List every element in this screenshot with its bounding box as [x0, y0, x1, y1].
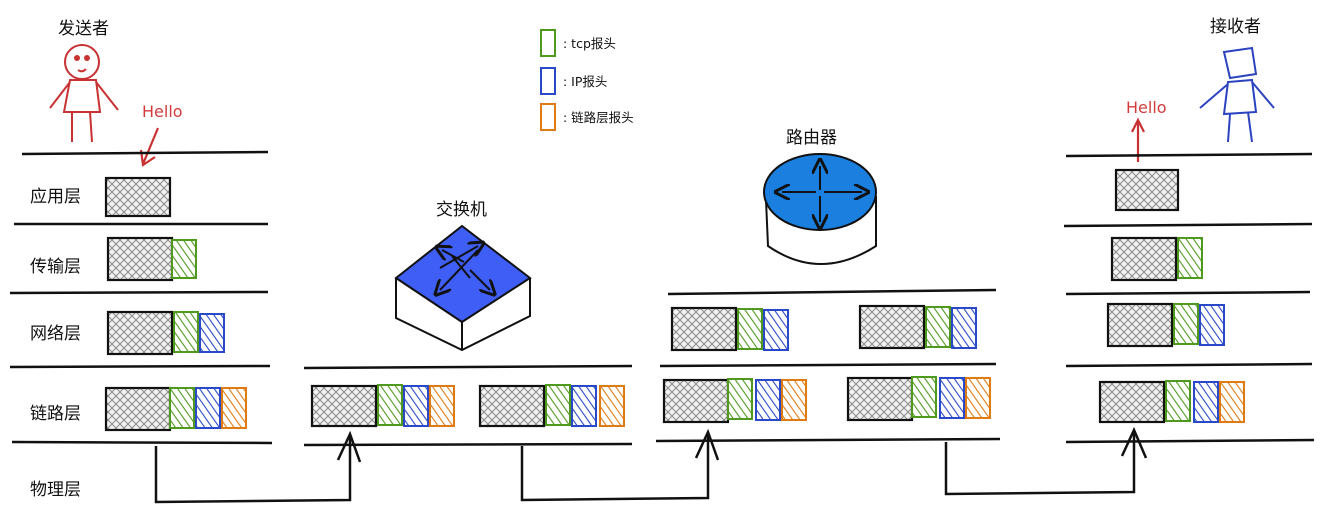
router-lines — [655, 288, 1001, 443]
sender-title: 发送者 — [58, 19, 109, 39]
receiver-figure — [1199, 46, 1275, 143]
router-label: 路由器 — [786, 128, 837, 148]
sender-network-packet — [106, 310, 225, 356]
receiver-network-packet — [1106, 302, 1225, 348]
receiver-title: 接收者 — [1210, 17, 1261, 37]
layer-label-network: 网络层 — [30, 324, 81, 344]
switch-label: 交换机 — [436, 200, 487, 220]
receiver-app-packet — [1114, 168, 1180, 212]
legend-ip-label: : IP报头 — [563, 74, 607, 89]
router-in-network-packet — [670, 306, 789, 352]
layer-label-physical: 物理层 — [30, 480, 81, 500]
layer-label-transport: 传输层 — [30, 257, 81, 277]
switch-lines — [303, 364, 633, 447]
layer-label-link: 链路层 — [30, 404, 81, 424]
router-device — [763, 153, 877, 265]
legend-tcp-label: : tcp报头 — [563, 36, 616, 51]
sender-message: Hello — [142, 102, 183, 121]
sender-link-packet — [104, 386, 247, 432]
router-in-link-packet — [662, 378, 807, 424]
router-out-link-packet — [846, 376, 991, 422]
receiver-link-packet — [1098, 380, 1245, 424]
switch-device — [394, 224, 532, 352]
receiver-stack-lines — [1063, 152, 1315, 444]
switch-in-packet — [310, 384, 455, 428]
legend-ip-swatch — [540, 67, 556, 95]
legend-tcp-swatch — [540, 29, 556, 57]
physical-wires — [154, 426, 1148, 504]
legend: : tcp报头 : IP报头 : 链路层报头 — [540, 29, 634, 131]
legend-link-swatch — [540, 103, 556, 131]
sender-stack-lines — [9, 150, 273, 445]
sender-down-arrow — [139, 127, 160, 167]
sender-figure — [49, 44, 119, 143]
switch-out-packet — [478, 384, 625, 428]
legend-link-label: : 链路层报头 — [563, 110, 634, 125]
sender-app-packet — [104, 176, 172, 218]
receiver-transport-packet — [1110, 236, 1203, 282]
layer-label-application: 应用层 — [30, 187, 81, 207]
sender-transport-packet — [106, 236, 197, 282]
receiver-message: Hello — [1126, 98, 1167, 117]
router-out-network-packet — [858, 304, 977, 350]
